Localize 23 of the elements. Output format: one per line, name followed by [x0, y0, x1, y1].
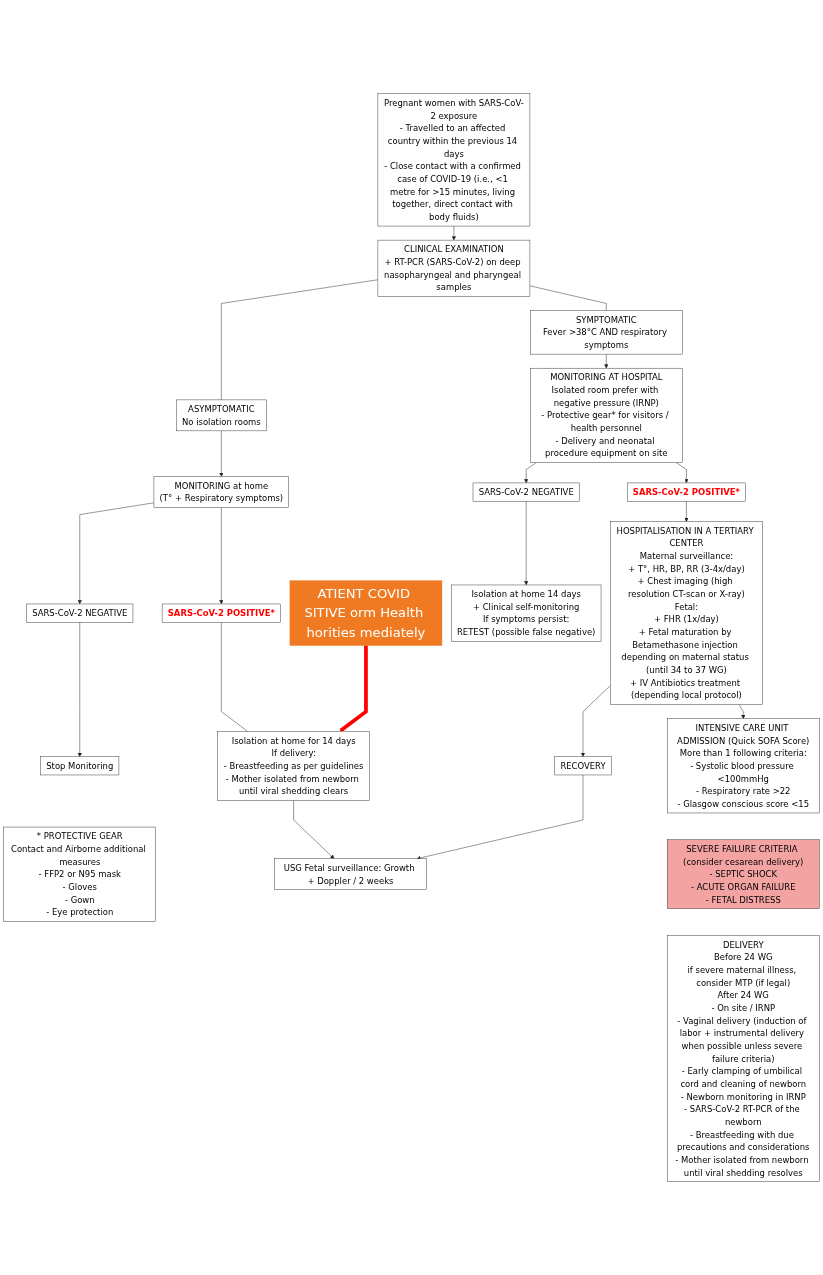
- node-box: [667, 934, 820, 1182]
- node-box: [176, 399, 267, 431]
- node-box: [274, 858, 427, 890]
- node-box: [530, 367, 683, 463]
- node-box: [217, 730, 370, 801]
- node-box: [3, 826, 156, 922]
- node-box: [530, 310, 683, 355]
- flowchart-diagram: Pregnant women with SARS-CoV-2 exposure - Travelled to an affected country within the previous 14 days - Close contact with a confirmed case of COVID-19 (i.e., <1 metre for >15 minutes, living together, direct contact with body fluids) CLINICAL EXAMINATION + RT-PCR (SARS-CoV-2) on deep nasopharyngeal and pharyngeal samples ASYMPTOMATIC No isolation rooms SYMPTOMATIC Fever >38°C AND respiratory symptoms MONITORING at home (T° + Respiratory symptoms) MONITORING AT HOSPITAL Isolated room prefer with negative pressure (IRNP) - Protective gear* for visitors / health personnel - Delivery and neonatal procedure equipment on site SARS-CoV-2 NEGATIVE SARS-CoV-2 POSITIVE* SARS-CoV-2 NEGATIVE SARS-CoV-2 POSITIVE* Isolation at home for 14 days If delivery: - Breastfeeding as per guidelines - Mother isolated from newborn until viral shedding clears Isolation at home 14 days + Clinical self-monitoring If symptoms persist: RETEST (possible false negative) Stop Monitoring USG Fetal surveillance: Growth + Doppler / 2 weeks HOSPITALISATION IN A TERTIARY CENTER Maternal surveillance: + T°, HR, BP, RR (3-4x/day) + Chest imaging (high resolution CT-scan or X-ray) Fetal: + FHR (1x/day) + Fetal maturation by Betamethasone injection depending on maternal status (until 34 to 37 WG) + IV Antibiotics treatment (depending local protocol) RECOVERY INTENSIVE CARE UNIT ADMISSION (Quick SOFA Score) More than 1 following criteria: - Systolic blood pressure <100mmHg - Respiratory rate >22 - Glasgow conscious score <15 SEVERE FAILURE CRITERIA (consider cesarean delivery) - SEPTIC SHOCK - ACUTE ORGAN FAILURE - FETAL DISTRESS DELIVERY Before 24 WG if severe maternal illness, consider MTP (if legal) After 24 WG - On site / IRNP - Vaginal delivery (induction of labor + instrumental delivery when possible unless severe failure criteria) - Early clamping of umbilical cord and cleaning of newborn - Newborn monitoring in IRNP - SARS-CoV-2 RT-PCR of the newborn - Breastfeeding with due precautions and considerations - Mother isolated from newborn until viral shedding resolves ATIENT COVID SITIVE orm Health horities mediately * PROTECTIVE GEAR Contact and Airborne additional measures - FFP2 or N95 mask - Gloves - Gown - Eye protection: [0, 89, 823, 1186]
- node-box: [377, 93, 531, 227]
- node-box: [161, 603, 281, 623]
- node-box: [377, 239, 531, 297]
- node-box: [667, 718, 820, 813]
- node-box: [667, 839, 820, 909]
- node-box: [40, 756, 120, 775]
- node-box: [26, 603, 134, 623]
- node-box: [472, 482, 580, 502]
- node-box: [153, 476, 289, 508]
- node-box: [627, 482, 746, 502]
- node-box: [610, 521, 763, 705]
- arrow: [339, 645, 368, 732]
- node-box: [554, 756, 612, 775]
- node-box: [289, 580, 443, 646]
- node-box: [451, 584, 602, 642]
